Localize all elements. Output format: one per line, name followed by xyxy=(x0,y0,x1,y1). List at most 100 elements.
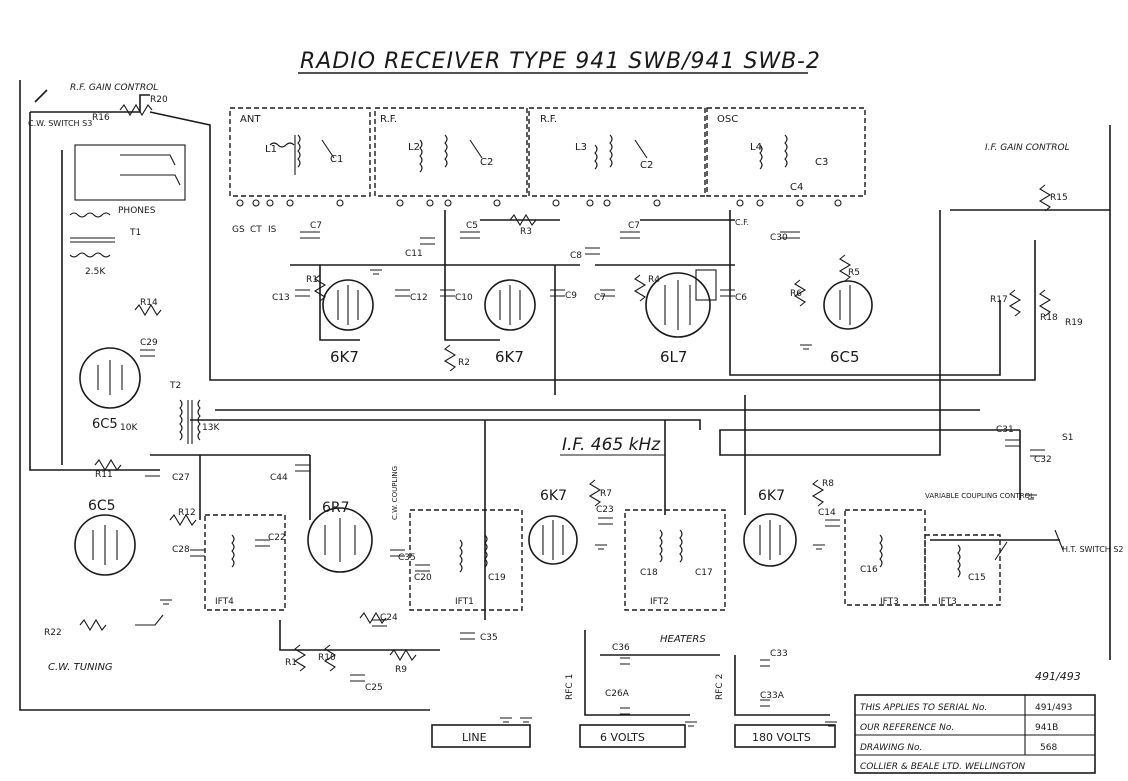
svg-text:C6: C6 xyxy=(735,293,747,303)
svg-text:R19: R19 xyxy=(1065,318,1083,328)
hundred-eighty-volt-label: 180 VOLTS xyxy=(752,731,811,744)
svg-text:R11: R11 xyxy=(95,470,113,480)
is-label: IS xyxy=(268,225,277,235)
ift4-label: IFT4 xyxy=(215,597,234,607)
coupling-control xyxy=(135,529,1064,626)
svg-text:L3: L3 xyxy=(575,142,587,153)
svg-text:C32: C32 xyxy=(1034,455,1052,465)
svg-text:R5: R5 xyxy=(848,268,860,278)
front-end-coil-box: ANT R.F. R.F. OSC xyxy=(229,107,866,197)
tube-v1-label: 6K7 xyxy=(330,348,359,366)
svg-text:C12: C12 xyxy=(410,293,428,303)
ten-k-label: 10K xyxy=(120,423,138,433)
cf-label: C.F. xyxy=(735,218,749,227)
serial-note: 491/493 xyxy=(1035,670,1081,683)
section-ant-label: ANT xyxy=(240,114,261,125)
svg-text:R7: R7 xyxy=(600,489,612,499)
wiring xyxy=(19,80,1111,716)
svg-text:L4: L4 xyxy=(750,142,762,153)
svg-text:R18: R18 xyxy=(1040,313,1058,323)
svg-text:C5: C5 xyxy=(466,221,478,231)
svg-text:C17: C17 xyxy=(695,568,713,578)
svg-text:C7: C7 xyxy=(628,221,640,231)
if-transformers: IFT4 IFT1 IFT2 IFT3 IFT3 C19 C18 C17 C16… xyxy=(204,509,1001,611)
svg-text:C20: C20 xyxy=(414,573,432,583)
svg-text:R6: R6 xyxy=(790,289,802,299)
section-rf2-label: R.F. xyxy=(540,114,557,125)
tube-v1: 6K7 xyxy=(322,279,374,366)
if-gain-label: I.F. GAIN CONTROL xyxy=(985,143,1070,153)
ift3-label: IFT3 xyxy=(880,597,899,607)
svg-text:R16: R16 xyxy=(92,113,110,123)
svg-text:R4: R4 xyxy=(648,275,660,285)
svg-text:R17: R17 xyxy=(990,295,1008,305)
svg-text:C33A: C33A xyxy=(760,691,785,701)
tube-v8: 6R7 xyxy=(307,500,373,573)
tube-v8-label: 6R7 xyxy=(322,500,350,516)
svg-text:C9: C9 xyxy=(565,291,577,301)
svg-text:C7: C7 xyxy=(594,293,606,303)
svg-text:C7: C7 xyxy=(310,221,322,231)
line-label: LINE xyxy=(462,731,487,744)
tube-v5-label: 6C5 xyxy=(92,417,118,432)
svg-text:R8: R8 xyxy=(822,479,834,489)
tube-v4-label: 6C5 xyxy=(830,348,860,366)
svg-text:C3: C3 xyxy=(815,157,828,168)
svg-text:C4: C4 xyxy=(790,182,803,193)
svg-text:C19: C19 xyxy=(488,573,506,583)
title-block-row3-value: 568 xyxy=(1040,743,1057,753)
heaters-label: HEATERS xyxy=(660,634,706,645)
line-terminal: LINE xyxy=(431,724,531,748)
variable-coupling-label: VARIABLE COUPLING CONTROL xyxy=(925,492,1034,500)
tube-v3-label: 6L7 xyxy=(660,348,687,366)
ht-switch-label: H.T. SWITCH S2 xyxy=(1062,545,1124,554)
cw-tuning-label: C.W. TUNING xyxy=(48,662,113,673)
svg-text:L2: L2 xyxy=(408,142,420,153)
tube-v2-label: 6K7 xyxy=(495,348,524,366)
svg-text:C11: C11 xyxy=(405,249,423,259)
schematic-title: RADIO RECEIVER TYPE 941 SWB/941 SWB-2 xyxy=(300,49,821,74)
resistors: R16 R20 R11 R1 R2 R3 R4 R6 R5 R17 R18 R1… xyxy=(44,95,1083,675)
title-block-row1-value: 491/493 xyxy=(1035,703,1072,713)
svg-text:C44: C44 xyxy=(270,473,288,483)
title-block: 491/493 THIS APPLIES TO SERIAL No. 491/4… xyxy=(854,670,1096,774)
if-frequency-label: I.F. 465 kHz xyxy=(562,435,661,455)
title-block-row4-label: COLLIER & BEALE LTD. WELLINGTON xyxy=(860,762,1025,772)
svg-text:C35: C35 xyxy=(480,633,498,643)
svg-text:C33: C33 xyxy=(770,649,788,659)
svg-text:C30: C30 xyxy=(770,233,788,243)
svg-text:C15: C15 xyxy=(968,573,986,583)
svg-text:R20: R20 xyxy=(150,95,168,105)
tube-v4: 6C5 xyxy=(823,280,873,366)
ct-label: CT xyxy=(250,225,262,235)
tube-v3: 6L7 xyxy=(645,269,717,366)
tube-v9: 6C5 xyxy=(74,498,136,576)
gs-label: GS xyxy=(232,225,245,235)
phones-jack: PHONES C.W. SWITCH S3 xyxy=(28,89,186,216)
title-block-row3-label: DRAWING No. xyxy=(860,743,922,753)
tube-v5: 6C5 xyxy=(79,347,141,432)
svg-text:R10: R10 xyxy=(318,653,336,663)
svg-text:C1: C1 xyxy=(330,154,343,165)
terminals-row: GS CT IS xyxy=(232,199,842,235)
svg-text:R15: R15 xyxy=(1050,193,1068,203)
tube-v2: 6K7 xyxy=(484,279,536,366)
svg-text:C35: C35 xyxy=(398,553,416,563)
svg-text:C36: C36 xyxy=(612,643,630,653)
hundred-eighty-volt-terminal: 180 VOLTS xyxy=(734,724,836,748)
t1-ratio-label: 2.5K xyxy=(85,267,106,277)
svg-text:R1: R1 xyxy=(306,275,318,285)
svg-text:C25: C25 xyxy=(365,683,383,693)
svg-text:R12: R12 xyxy=(178,508,196,518)
six-volt-label: 6 VOLTS xyxy=(600,731,645,744)
audio-transformers: T1 2.5K T2 10K 13K xyxy=(69,212,220,444)
section-osc-label: OSC xyxy=(717,114,738,125)
rfc2-label: RFC 2 xyxy=(715,674,725,700)
s1-label: S1 xyxy=(1062,433,1073,443)
t1-label: T1 xyxy=(129,228,141,238)
coils-top: L1 C1 L2 C2 L3 C2 L4 C3 C4 xyxy=(265,134,828,193)
tube-v9-label: 6C5 xyxy=(88,498,116,514)
rf-gain-label: R.F. GAIN CONTROL xyxy=(70,83,158,93)
svg-text:C24: C24 xyxy=(380,613,398,623)
svg-text:C26A: C26A xyxy=(605,689,630,699)
